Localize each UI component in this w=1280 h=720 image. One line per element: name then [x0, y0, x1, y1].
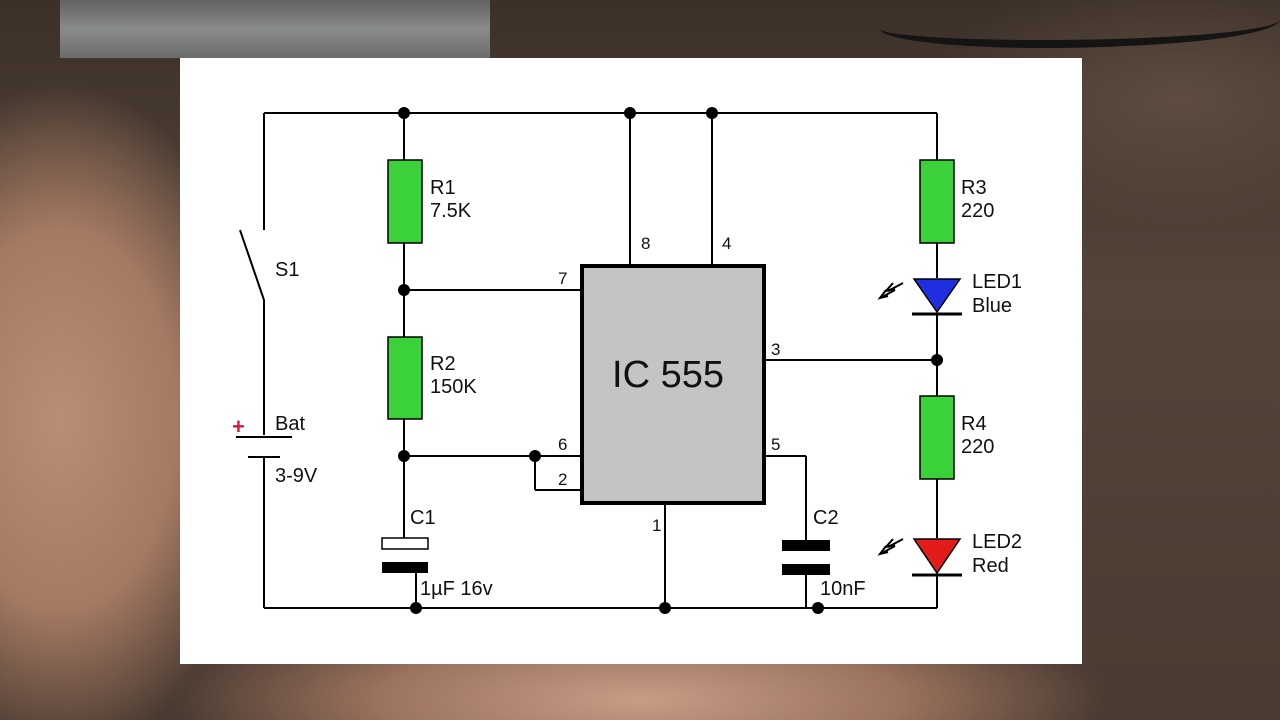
battery-voltage: 3-9V [275, 465, 318, 487]
r1-value: 7.5K [430, 200, 472, 222]
led1-light-arrows-icon [877, 282, 904, 300]
ic-pin-6: 6 [558, 435, 567, 454]
resistor-r4 [919, 395, 955, 480]
r4-value: 220 [961, 436, 994, 458]
r4-name: R4 [961, 413, 987, 435]
led2-name: LED2 [972, 531, 1022, 553]
ic-pin-8: 8 [641, 234, 650, 253]
led2-body [912, 538, 962, 575]
led1-name: LED1 [972, 271, 1022, 293]
led2-color-label: Red [972, 555, 1009, 577]
capacitor-c1-bottom-plate [382, 562, 428, 573]
switch-label: S1 [275, 259, 299, 281]
c2-value: 10nF [820, 578, 866, 600]
r2-value: 150K [430, 376, 477, 398]
c1-value: 1µF 16v [420, 578, 493, 600]
c1-name: C1 [410, 507, 436, 529]
capacitor-c2-bottom-plate [782, 564, 830, 575]
wires [263, 112, 938, 609]
led2-light-arrows-icon [877, 538, 904, 556]
resistor-r2 [387, 336, 423, 420]
r3-name: R3 [961, 177, 987, 199]
r3-value: 220 [961, 200, 994, 222]
r1-name: R1 [430, 177, 456, 199]
battery-plus-sign: + [232, 414, 245, 439]
ic-555-body [580, 264, 766, 505]
led1-color-label: Blue [972, 295, 1012, 317]
ic-pin-7: 7 [558, 269, 567, 288]
ic-pin-1: 1 [652, 516, 661, 535]
ic-pin-4: 4 [722, 234, 731, 253]
capacitor-c2-top-plate [782, 540, 830, 551]
c2-name: C2 [813, 507, 839, 529]
ic-pin-2: 2 [558, 470, 567, 489]
background-cable [880, 0, 1280, 48]
ic-label: IC 555 [612, 354, 724, 396]
resistor-r3 [919, 159, 955, 244]
capacitor-c1-top-plate [381, 537, 429, 550]
led1-body [912, 278, 962, 314]
r2-name: R2 [430, 353, 456, 375]
resistor-r1 [387, 159, 423, 244]
ic-pin-5: 5 [771, 435, 780, 454]
battery-label: Bat [275, 413, 305, 435]
ic-pin-3: 3 [771, 340, 780, 359]
switch-lever [239, 229, 265, 301]
junction-dots [398, 107, 943, 614]
background-tube [60, 0, 490, 58]
